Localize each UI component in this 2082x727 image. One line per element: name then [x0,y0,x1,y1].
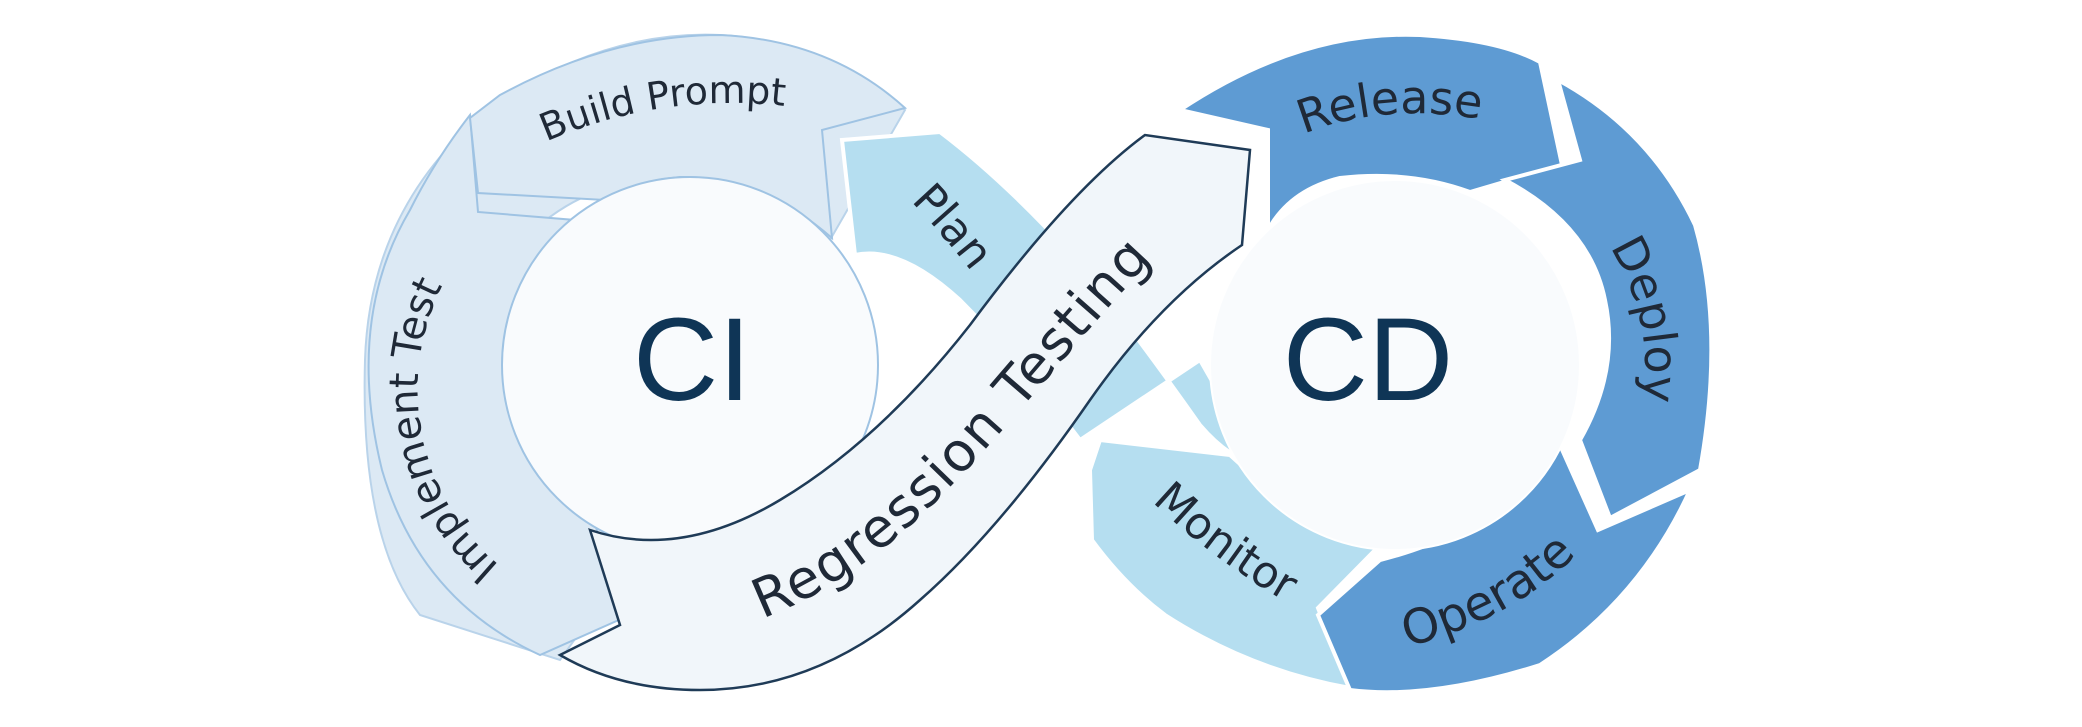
cd-loop [1175,32,1714,695]
release-segment[interactable] [1175,32,1565,231]
deploy-segment[interactable] [1499,75,1714,521]
cd-hub-label: CD [1283,294,1453,426]
ci-hub-label: CI [633,294,751,426]
regression-testing-band[interactable] [557,133,1252,692]
ci-loop [363,33,908,662]
cd-hub [1209,179,1581,551]
